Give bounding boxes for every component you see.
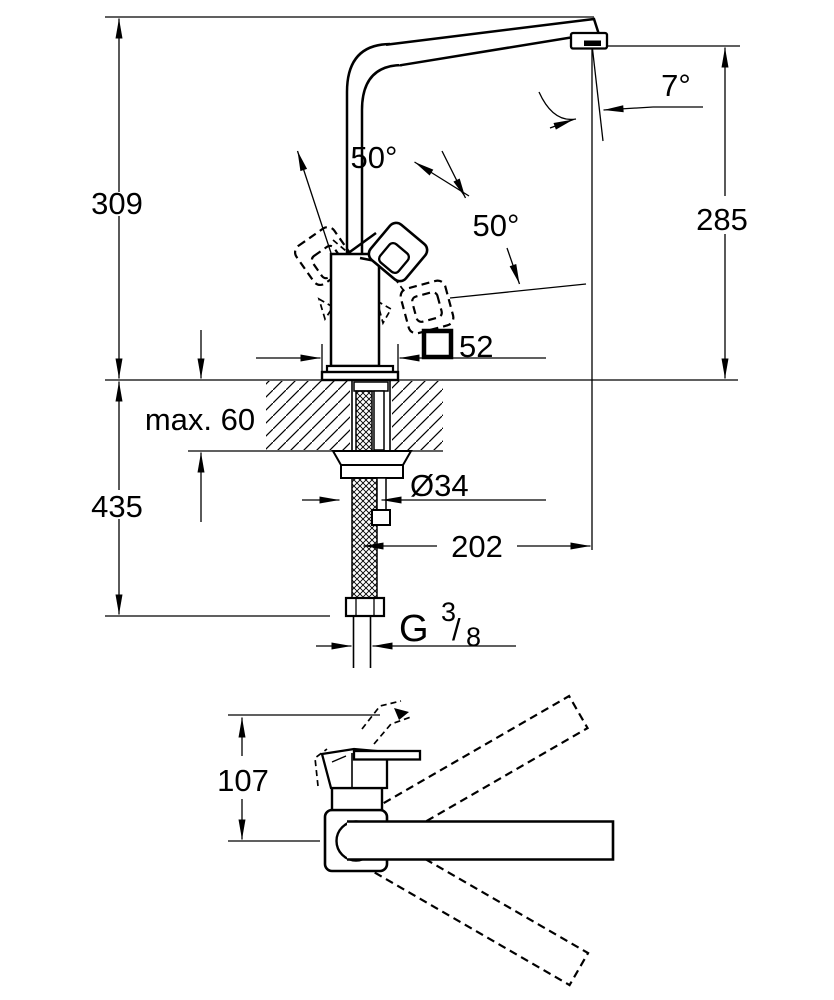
body-shell [329,252,381,368]
stud-nut [371,509,391,526]
handle-left-dashed [294,226,354,286]
handle-dashed-chevron-a [361,700,402,730]
mounting-hardware [331,380,413,668]
aerator-outlet-slot [584,40,601,46]
spout [385,17,601,67]
handle-left-tip-dashed [317,297,335,321]
countertop-section [266,381,443,450]
hose-braid-lower [351,477,378,599]
handle-right-dashed [399,279,455,335]
mounting-nut [340,464,404,479]
counter-hatch-left [266,381,350,450]
thread-numerator: 3 [441,597,456,627]
thread-letter: G [399,608,429,650]
label-7deg: 7° [661,68,691,103]
top-view-dimensions: 107 [217,714,380,842]
thread-slash: / [452,612,461,647]
handle-dashed-arrow-tip [394,708,409,720]
mounting-stud-upper [373,390,385,451]
angle-50-right-arrow [506,247,521,285]
faucet-body [320,17,609,382]
label-285: 285 [696,202,748,237]
label-max60: max. 60 [145,402,255,437]
handle-link-a [346,231,377,256]
angle-50-right-baseline [449,283,587,299]
hose-braid-upper [355,390,373,452]
extension-lines [105,16,740,617]
spout-swivel-up-dashed [338,694,590,863]
mounting-flange [331,450,413,466]
spout-plan [347,820,615,861]
angle-7-arrow-right [603,105,654,113]
angle-50-cross-arrow-b [441,150,467,199]
label-thread-g38: G 3 / 8 [399,597,481,652]
top-view: 107 [217,694,615,987]
base-plate-lower [320,370,400,382]
body-plan [330,786,384,812]
faucet-plan [314,700,615,873]
label-diameter-34: Ø34 [410,468,469,503]
handle-right-hole-dashed [411,291,443,323]
angle-50-cross-arrow-a [414,161,470,197]
spout-dashed-down-outline [338,819,590,987]
side-view: 309 285 7° 50° 50° 52 max. 60 435 Ø34 20… [91,16,748,668]
hose-union-nut [344,596,386,618]
label-202: 202 [451,529,503,564]
spray-direction-line [591,48,604,142]
angle-7-arrow-left [549,118,574,130]
riser-pipe-outer [345,42,391,254]
spout-dashed-up-outline [338,694,590,863]
label-107: 107 [217,763,269,798]
riser-pipe-inner [360,63,403,254]
mounting-stud-lower [376,477,387,511]
angle-50-left-arrow [296,150,332,254]
thread-denominator: 8 [466,622,481,652]
handle-paddle-hole [377,241,411,275]
label-50deg-right: 50° [473,208,520,243]
handle-plan-facet [331,755,347,763]
handle-dashed-chevron-b [373,716,412,745]
angle-annotations [296,91,703,299]
label-309: 309 [91,186,143,221]
side-view-labels: 309 285 7° 50° 50° 52 max. 60 435 Ø34 20… [91,68,748,652]
angle-7-arc [538,91,577,121]
handle-lever-plan [352,749,422,761]
dimension-lines [115,18,729,650]
square-dimension-symbol [421,328,454,360]
shank-insert [353,381,389,392]
label-435: 435 [91,489,143,524]
spout-swivel-down-dashed [338,819,590,987]
label-52: 52 [459,329,493,364]
label-50deg-left: 50° [351,140,398,175]
counter-hatch-right [392,381,443,450]
